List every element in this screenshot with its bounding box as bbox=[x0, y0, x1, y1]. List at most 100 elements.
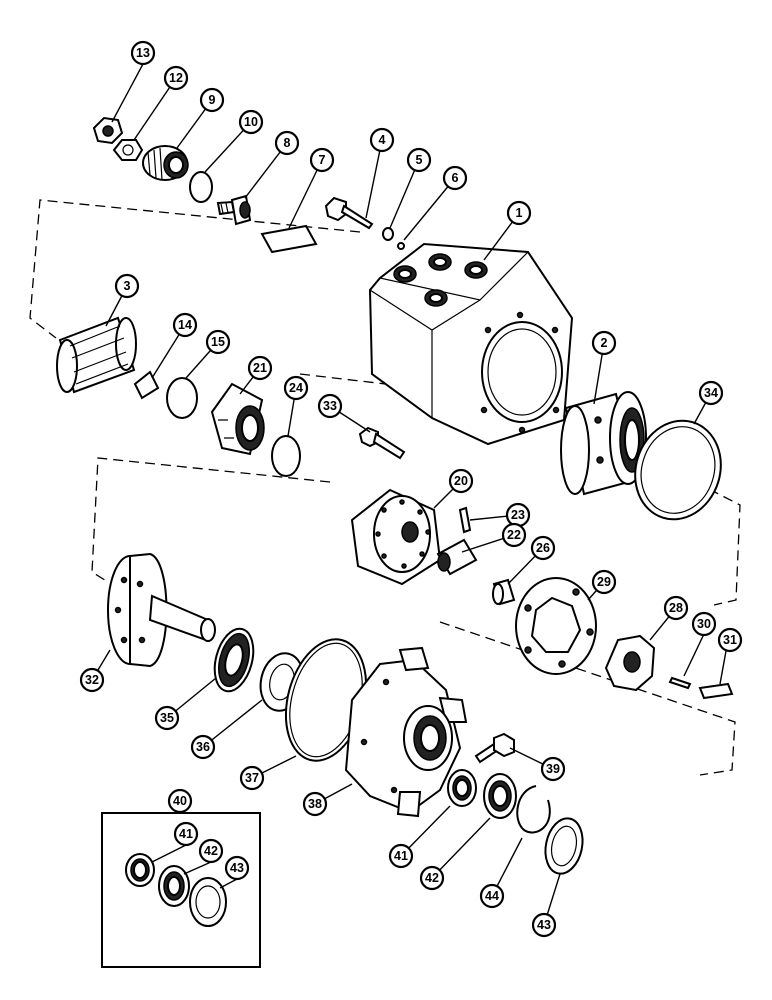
callout-30: 30 bbox=[691, 611, 717, 637]
svg-text:41: 41 bbox=[179, 827, 193, 841]
callout-7: 7 bbox=[309, 147, 335, 173]
part-7-plate bbox=[260, 224, 318, 254]
callout-14: 14 bbox=[172, 312, 198, 338]
svg-text:23: 23 bbox=[511, 508, 525, 522]
callout-24: 24 bbox=[283, 375, 309, 401]
svg-text:32: 32 bbox=[85, 673, 99, 687]
svg-text:33: 33 bbox=[323, 399, 337, 413]
svg-text:15: 15 bbox=[211, 335, 225, 349]
part-31-key bbox=[698, 682, 734, 700]
svg-text:2: 2 bbox=[601, 336, 608, 350]
part-39-bolt bbox=[474, 732, 515, 764]
svg-text:31: 31 bbox=[723, 633, 737, 647]
svg-text:28: 28 bbox=[669, 601, 683, 615]
callout-40: 40 bbox=[167, 788, 193, 814]
svg-text:4: 4 bbox=[379, 133, 386, 147]
svg-text:39: 39 bbox=[546, 762, 560, 776]
callout-5: 5 bbox=[406, 147, 432, 173]
part-35-thrust-bearing bbox=[213, 627, 255, 693]
callout-42: 42 bbox=[419, 865, 445, 891]
part-6-ball bbox=[397, 242, 405, 250]
callout-12: 12 bbox=[163, 65, 189, 91]
svg-text:43: 43 bbox=[230, 861, 244, 875]
svg-text:22: 22 bbox=[507, 528, 521, 542]
part-20-plate bbox=[350, 488, 442, 586]
part-12-nut bbox=[112, 139, 144, 161]
svg-text:5: 5 bbox=[416, 153, 423, 167]
part-15-ring bbox=[166, 377, 198, 419]
part-23-pin bbox=[458, 506, 472, 534]
callout-44: 44 bbox=[479, 883, 505, 909]
svg-text:36: 36 bbox=[196, 740, 210, 754]
callout-21: 21 bbox=[247, 355, 273, 381]
svg-text:10: 10 bbox=[244, 115, 258, 129]
callout-37: 37 bbox=[239, 765, 265, 791]
callout-23: 23 bbox=[505, 502, 531, 528]
part-43-washer bbox=[544, 817, 584, 875]
svg-text:42: 42 bbox=[204, 844, 218, 858]
callout-38: 38 bbox=[302, 791, 328, 817]
part-28-rotor bbox=[604, 634, 656, 692]
assembly-line-lower bbox=[91, 457, 736, 776]
callout-43-kit: 43 bbox=[224, 855, 250, 881]
svg-text:43: 43 bbox=[537, 918, 551, 932]
part-33-bolt bbox=[358, 426, 406, 460]
svg-text:40: 40 bbox=[173, 794, 187, 808]
svg-text:38: 38 bbox=[308, 797, 322, 811]
part-29-ring-gear bbox=[515, 577, 597, 675]
callout-33: 33 bbox=[317, 393, 343, 419]
callout-10: 10 bbox=[238, 109, 264, 135]
part-8-valve bbox=[216, 194, 252, 226]
svg-text:21: 21 bbox=[253, 361, 267, 375]
svg-text:12: 12 bbox=[169, 71, 183, 85]
part-32-shaft bbox=[107, 552, 216, 668]
callout-28: 28 bbox=[663, 595, 689, 621]
part-10-o-ring bbox=[189, 171, 213, 203]
part-4-screw bbox=[324, 196, 374, 230]
svg-text:42: 42 bbox=[425, 871, 439, 885]
callout-41-kit: 41 bbox=[173, 821, 199, 847]
callout-22: 22 bbox=[501, 522, 527, 548]
svg-text:6: 6 bbox=[452, 171, 459, 185]
part-9-cap bbox=[142, 145, 189, 181]
callout-6: 6 bbox=[442, 165, 468, 191]
part-14-pin bbox=[133, 370, 160, 400]
part-3-spool bbox=[56, 316, 137, 394]
callout-4: 4 bbox=[369, 127, 395, 153]
part-1-housing bbox=[368, 242, 574, 446]
part-5-o-ring bbox=[382, 227, 394, 241]
callout-15: 15 bbox=[205, 329, 231, 355]
svg-text:14: 14 bbox=[178, 318, 192, 332]
part-34-seal-ring bbox=[634, 419, 722, 521]
callout-29: 29 bbox=[591, 569, 617, 595]
svg-text:8: 8 bbox=[284, 136, 291, 150]
part-2-sleeve bbox=[560, 391, 647, 496]
callout-31: 31 bbox=[717, 627, 743, 653]
part-22-cross-pin bbox=[436, 538, 478, 576]
part-42-bearing bbox=[483, 773, 517, 819]
callout-26: 26 bbox=[530, 535, 556, 561]
callout-41: 41 bbox=[388, 843, 414, 869]
callout-8: 8 bbox=[274, 130, 300, 156]
svg-text:30: 30 bbox=[697, 617, 711, 631]
callout-9: 9 bbox=[199, 87, 225, 113]
callout-13: 13 bbox=[130, 40, 156, 66]
svg-text:24: 24 bbox=[289, 381, 303, 395]
svg-text:13: 13 bbox=[136, 46, 150, 60]
callout-3: 3 bbox=[114, 273, 140, 299]
svg-text:1: 1 bbox=[516, 206, 523, 220]
callout-39: 39 bbox=[540, 756, 566, 782]
part-26-plug bbox=[492, 578, 516, 606]
part-44-snap-ring bbox=[516, 785, 551, 834]
svg-text:20: 20 bbox=[454, 474, 468, 488]
part-13-nut bbox=[92, 116, 124, 145]
svg-text:26: 26 bbox=[536, 541, 550, 555]
svg-text:9: 9 bbox=[209, 93, 216, 107]
svg-text:3: 3 bbox=[124, 279, 131, 293]
svg-text:29: 29 bbox=[597, 575, 611, 589]
callout-36: 36 bbox=[190, 734, 216, 760]
svg-text:41: 41 bbox=[394, 849, 408, 863]
callout-35: 35 bbox=[154, 705, 180, 731]
part-21-sleeve bbox=[210, 382, 265, 456]
